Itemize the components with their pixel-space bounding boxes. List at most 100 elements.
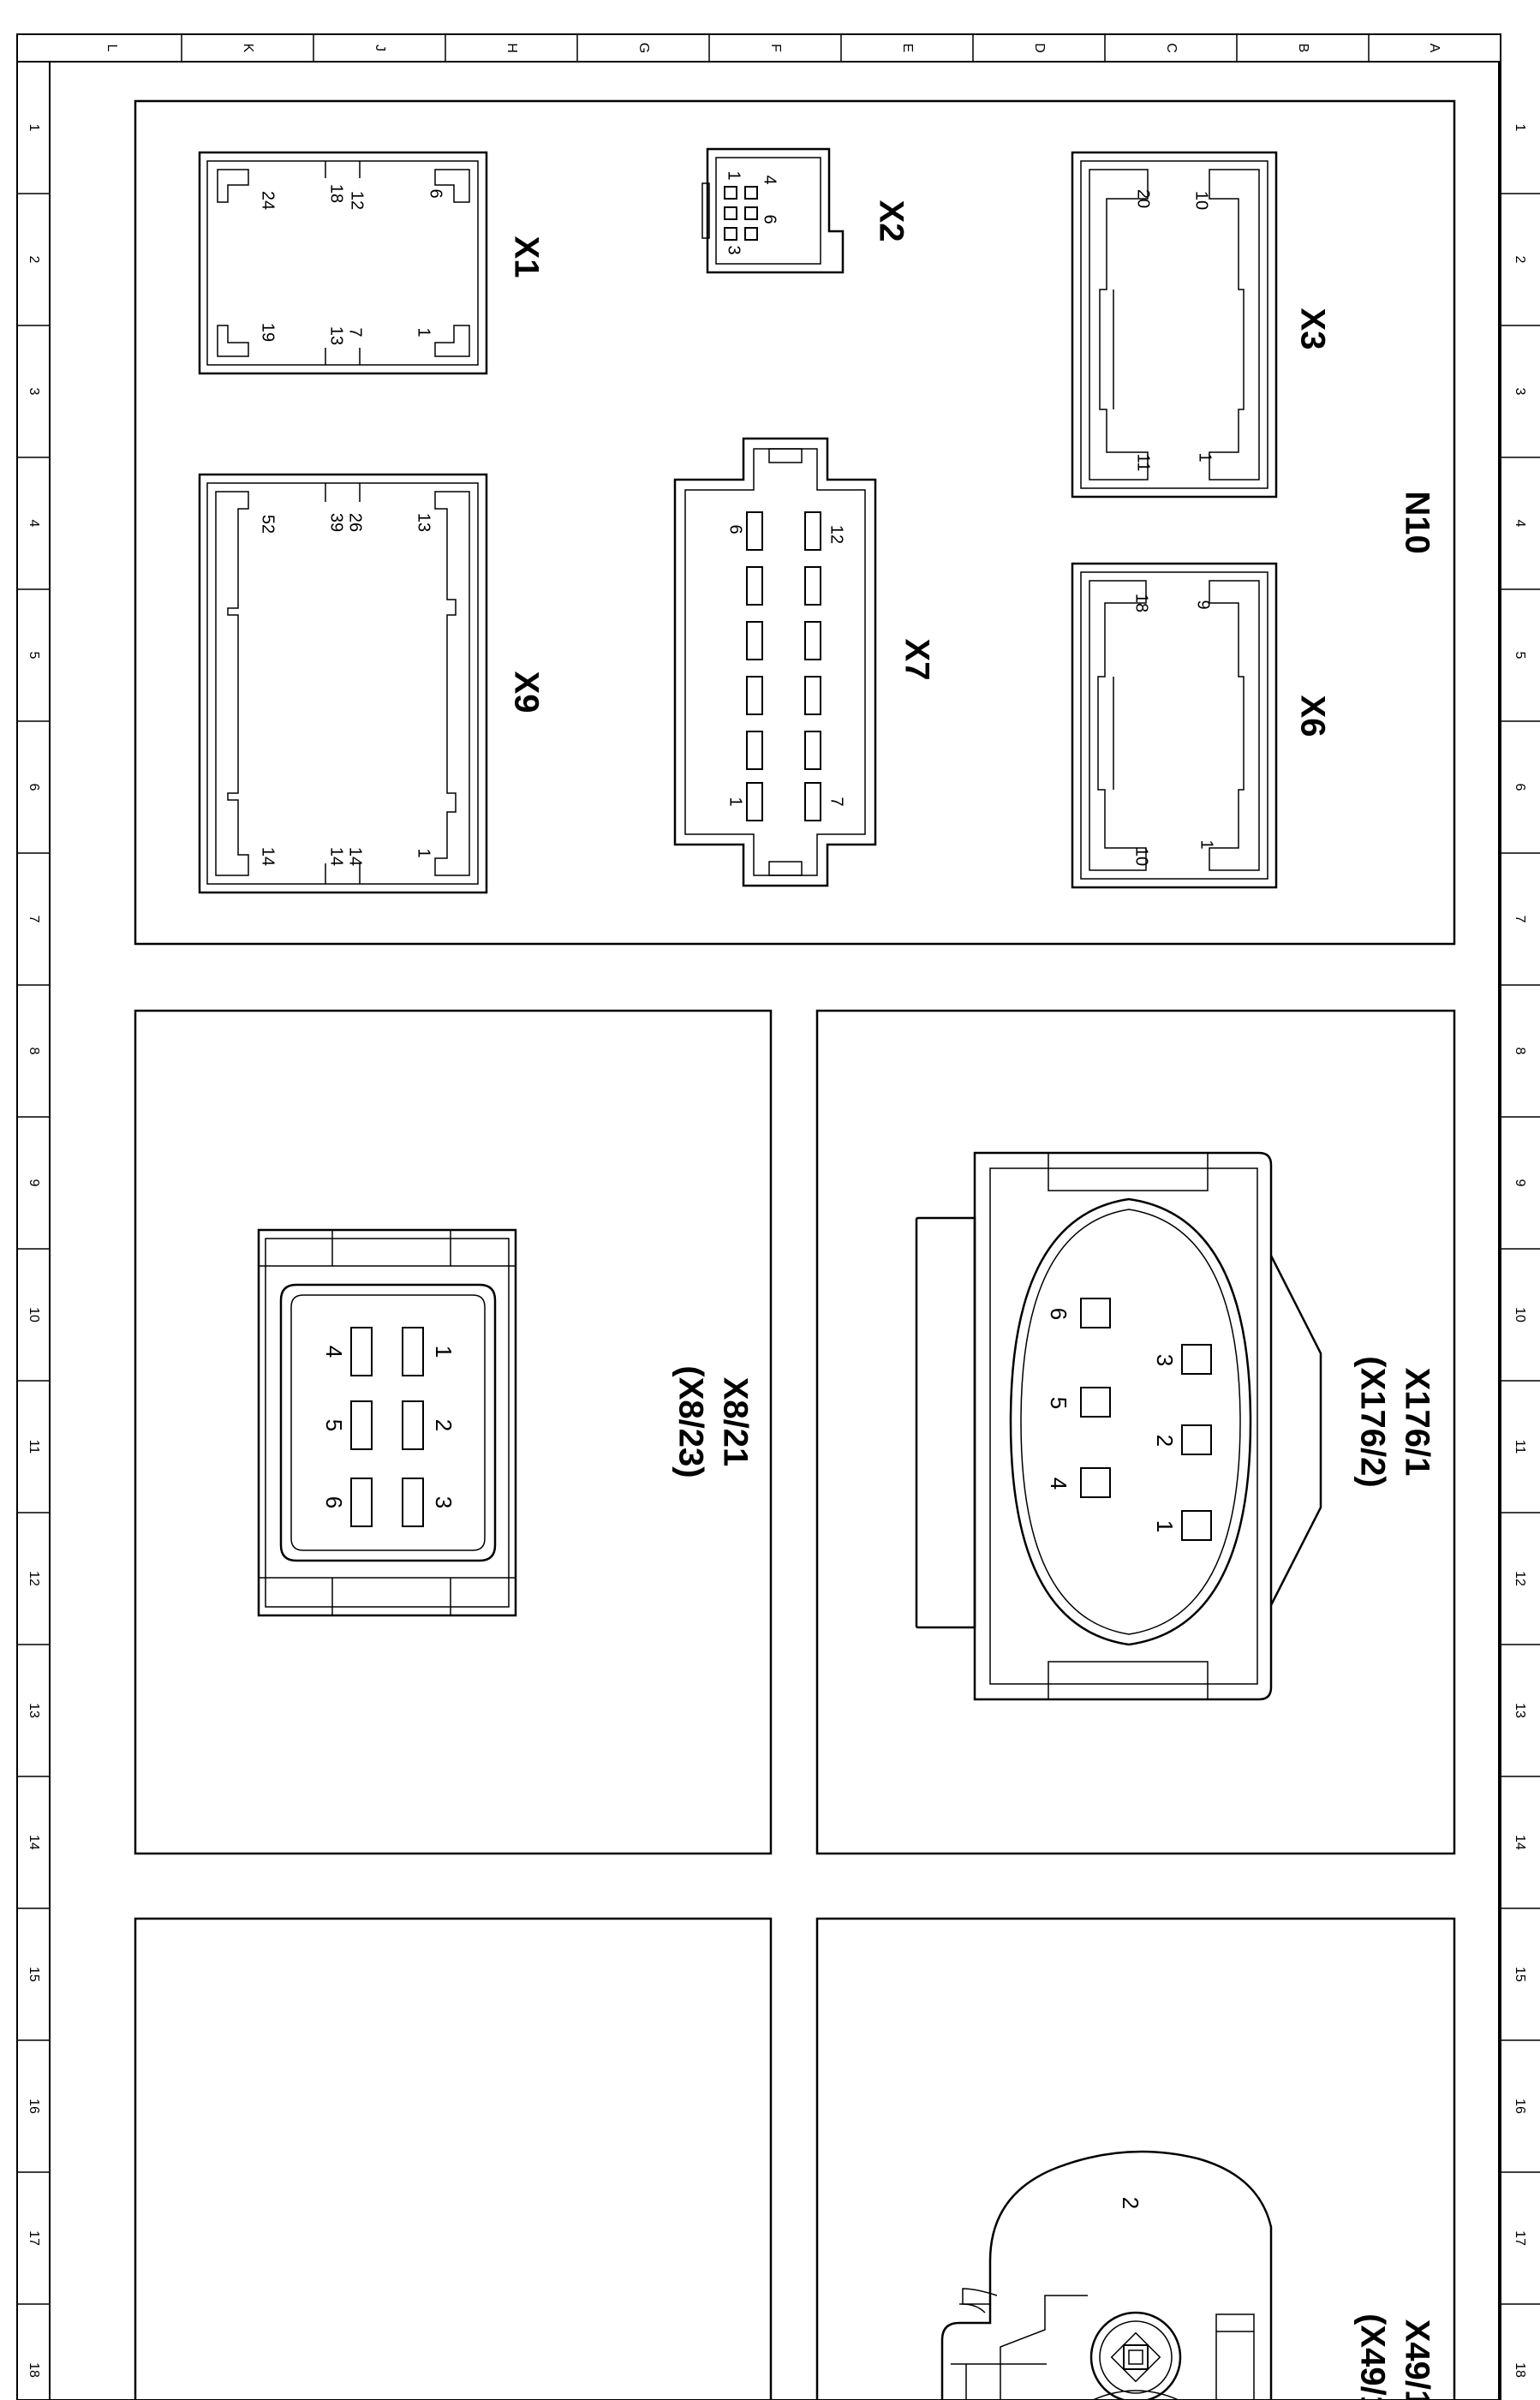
row-label-14-left: 14	[27, 1835, 41, 1850]
x7-slot-3	[746, 621, 763, 660]
x1-pin-24: 24	[259, 191, 278, 210]
x8-pin-6: 6	[321, 1496, 347, 1508]
connector-x6: 9 18 10 1 X6	[1071, 562, 1331, 889]
row-marker-18: 18 18	[27, 2362, 1527, 2378]
col-marker-a: A	[1427, 44, 1442, 53]
row-label-9-right: 9	[1513, 1179, 1527, 1187]
x7-slot-11	[804, 731, 821, 770]
col-label-h: H	[504, 43, 519, 53]
row-label-8-right: 8	[1513, 1048, 1527, 1055]
x9-pin-1: 1	[415, 848, 433, 857]
x49-cavity-1	[1089, 2311, 1182, 2400]
x7-pin-1: 1	[726, 797, 745, 806]
col-label-c: C	[1164, 43, 1179, 53]
row-label-5-left: 5	[27, 652, 41, 660]
row-marker-16: 16 16	[17, 2099, 1540, 2173]
x2-pin-6: 6	[761, 214, 779, 224]
col-label-a: A	[1427, 44, 1442, 53]
x7-slot-8	[804, 566, 821, 606]
x9-pin-39: 39	[327, 513, 346, 532]
x1-pin-6: 6	[427, 188, 445, 198]
x9-pin-14c: 14	[346, 847, 365, 866]
x9-pin-13: 13	[415, 513, 433, 532]
x3-pin-10: 10	[1192, 191, 1211, 210]
row-label-4-right: 4	[1513, 520, 1527, 528]
column-ruler: L K J H G F E D C B A	[104, 34, 1442, 62]
x176-pin-hole-2	[1080, 1387, 1111, 1418]
x7-slot-10	[804, 676, 821, 715]
x6-pin-18: 18	[1132, 594, 1151, 612]
x1-pin-1: 1	[415, 327, 433, 337]
row-marker-15: 15 15	[17, 1967, 1540, 2041]
row-label-5-right: 5	[1513, 652, 1527, 660]
connector-x1: 6 18 12 24 19 13 7 1 X1	[198, 151, 545, 375]
row-ruler: 1 1 2 2 3 3 4 4 5 5 6 6 7 7 8 8 9 9 10 1…	[17, 124, 1540, 2378]
col-label-d: D	[1032, 43, 1047, 53]
row-marker-7: 7 7	[17, 916, 1540, 986]
x6-pin-10: 10	[1132, 847, 1151, 866]
row-label-4-left: 4	[27, 520, 41, 528]
x176-pin-6: 6	[1046, 1308, 1071, 1320]
x6-label: X6	[1293, 696, 1331, 737]
panel-n10: N10 6 18 12 24 19 13 7 1 X1	[134, 99, 1456, 946]
x2-pin-1: 1	[725, 170, 743, 180]
x3-pin-11: 11	[1134, 454, 1153, 472]
x8-pin-4: 4	[321, 1346, 347, 1358]
x176-pin-3: 3	[1152, 1354, 1178, 1366]
row-label-10-left: 10	[27, 1307, 41, 1322]
col-marker-j: J	[373, 34, 446, 62]
row-label-13-right: 13	[1513, 1703, 1527, 1718]
row-marker-11: 11 11	[17, 1440, 1540, 1513]
col-marker-d: D	[1032, 34, 1106, 62]
x9-pin-52: 52	[259, 515, 278, 534]
x2-pin-hole-4	[744, 206, 758, 220]
col-marker-b: B	[1296, 34, 1370, 62]
x8-pin-3: 3	[431, 1496, 457, 1508]
row-label-17-right: 17	[1513, 2230, 1527, 2246]
row-marker-9: 9 9	[17, 1179, 1540, 1250]
x2-label: X2	[872, 200, 910, 242]
row-label-7-right: 7	[1513, 916, 1527, 923]
x7-slot-5	[746, 731, 763, 770]
n10-label: N10	[1398, 491, 1436, 553]
row-label-9-left: 9	[27, 1179, 41, 1187]
row-label-11-left: 11	[27, 1440, 41, 1454]
row-label-14-right: 14	[1513, 1835, 1527, 1850]
x176-pin-hole-3	[1080, 1467, 1111, 1498]
x7-slot-1	[746, 511, 763, 551]
x8-pin-5: 5	[321, 1419, 347, 1431]
row-label-2-right: 2	[1513, 256, 1527, 264]
x176-pin-hole-6	[1181, 1510, 1212, 1541]
x3-pin-1: 1	[1196, 452, 1215, 462]
x7-pin-12: 12	[827, 525, 846, 544]
x7-slot-9	[804, 621, 821, 660]
row-label-1-left: 1	[27, 124, 41, 132]
x8-slot-5	[402, 1400, 424, 1450]
x3-label: X3	[1293, 308, 1331, 350]
row-label-6-right: 6	[1513, 784, 1527, 791]
x1-pin-7: 7	[346, 327, 365, 337]
row-label-15-left: 15	[27, 1967, 41, 1982]
row-label-18-right-text: 18	[1513, 2362, 1527, 2378]
row-marker-14: 14 14	[17, 1835, 1540, 1909]
x7-pin-7: 7	[827, 797, 846, 806]
col-label-l: L	[104, 45, 119, 52]
row-marker-6: 6 6	[17, 784, 1540, 854]
x176-pin-5: 5	[1046, 1397, 1071, 1409]
col-label-g: G	[636, 43, 651, 53]
x1-pin-13: 13	[327, 326, 346, 345]
x1-pin-19: 19	[259, 323, 278, 342]
x49-label-alt: (X49/1	[1353, 2313, 1391, 2400]
x8-slot-3	[350, 1478, 373, 1527]
x176-pin-hole-4	[1181, 1344, 1212, 1375]
col-label-e: E	[900, 44, 915, 53]
x8-label-main: X8/21	[716, 1377, 754, 1467]
connector-x2: 4 1 6 3 X2	[701, 147, 910, 274]
x2-pin-hole-2	[744, 186, 758, 200]
x2-pin-3: 3	[725, 245, 743, 254]
x2-pin-hole-5	[724, 227, 737, 241]
col-marker-k: K	[241, 34, 314, 62]
row-marker-17: 17 17	[17, 2230, 1540, 2305]
col-marker-h: H	[504, 34, 578, 62]
